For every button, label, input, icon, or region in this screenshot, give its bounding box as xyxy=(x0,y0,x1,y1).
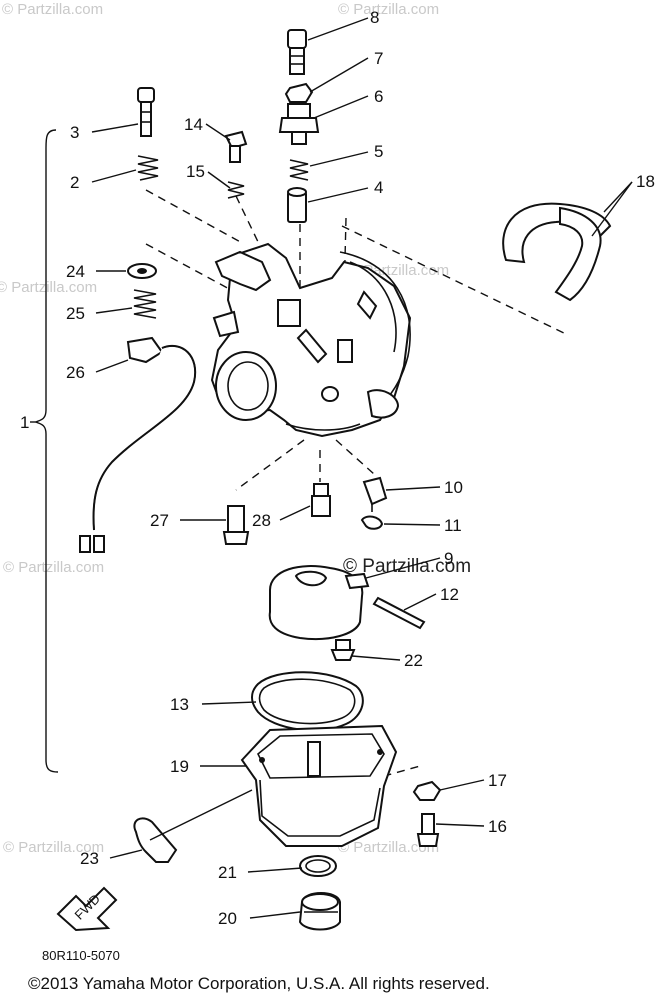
part-16-screw xyxy=(416,813,440,847)
callout-25: 25 xyxy=(66,304,85,323)
callout-14: 14 xyxy=(184,115,203,134)
callout-20: 20 xyxy=(218,909,237,928)
part-28-jet xyxy=(311,483,331,517)
assembly-lines xyxy=(145,189,569,781)
callout-22: 22 xyxy=(404,651,423,670)
part-3-screw xyxy=(137,87,155,137)
callout-5: 5 xyxy=(374,142,383,161)
callout-27: 27 xyxy=(150,511,169,530)
part-5-spring xyxy=(289,159,309,181)
part-12-pin xyxy=(372,596,426,630)
callout-23: 23 xyxy=(80,849,99,868)
watermark-left-middle: © Partzilla.com xyxy=(3,559,104,576)
callout-24: 24 xyxy=(66,262,85,281)
part-17-nut xyxy=(412,780,442,801)
assembly-bracket xyxy=(34,129,59,773)
part-13-gasket-inner xyxy=(258,678,356,725)
part-6-fitting xyxy=(278,103,320,145)
callout-7: 7 xyxy=(374,49,383,68)
callout-4: 4 xyxy=(374,178,383,197)
callout-15: 15 xyxy=(186,162,205,181)
part-10-needle-valve xyxy=(362,476,388,512)
diagram-code: 80R110-5070 xyxy=(42,948,120,963)
watermark-left-upper: © Partzilla.com xyxy=(0,279,97,296)
callouts: 8 7 6 5 4 3 2 1 14 15 18 24 25 26 27 28 … xyxy=(20,8,655,928)
callout-3: 3 xyxy=(70,123,79,142)
callout-26: 26 xyxy=(66,363,85,382)
part-14-screw xyxy=(224,130,248,163)
callout-11: 11 xyxy=(444,516,462,535)
part-24-washer xyxy=(127,263,157,279)
callout-6: 6 xyxy=(374,87,383,106)
callout-8: 8 xyxy=(370,8,379,27)
callout-9: 9 xyxy=(444,549,453,568)
carburetor-body xyxy=(210,242,412,438)
callout-12: 12 xyxy=(440,585,459,604)
callout-19: 19 xyxy=(170,757,189,776)
callout-1: 1 xyxy=(20,413,29,432)
part-15-spring xyxy=(227,181,245,199)
part-26-plunger xyxy=(79,336,197,553)
watermark-top-left: © Partzilla.com xyxy=(2,1,103,18)
throttle-bracket xyxy=(214,250,272,292)
callout-13: 13 xyxy=(170,695,189,714)
part-13-gasket xyxy=(251,671,364,732)
part-19-float-bowl xyxy=(240,724,398,847)
part-20-drain-plug xyxy=(298,892,341,931)
callout-2: 2 xyxy=(70,173,79,192)
callout-16: 16 xyxy=(488,817,507,836)
part-21-o-ring xyxy=(299,855,337,877)
callout-28: 28 xyxy=(252,511,271,530)
part-9-float xyxy=(268,565,370,640)
part-4-holder xyxy=(287,187,307,223)
part-18-hose xyxy=(502,202,612,302)
part-11-clip xyxy=(360,515,384,530)
watermark-top-right: © Partzilla.com xyxy=(338,1,439,18)
part-8-screw xyxy=(287,29,307,75)
part-2-spring xyxy=(137,155,159,181)
watermark-left-lower: © Partzilla.com xyxy=(3,839,104,856)
watermark-right-lower: © Partzilla.com xyxy=(338,839,439,856)
part-7-nut xyxy=(284,82,314,103)
leader-lines xyxy=(91,17,633,919)
part-22-jet xyxy=(330,639,356,661)
part-27-jet xyxy=(222,505,250,545)
callout-17: 17 xyxy=(488,771,507,790)
forward-arrow-icon: FWD xyxy=(56,886,118,932)
part-23-clamp xyxy=(133,817,178,863)
part-25-spring xyxy=(133,289,157,319)
callout-10: 10 xyxy=(444,478,463,497)
callout-21: 21 xyxy=(218,863,237,882)
copyright-notice: ©2013 Yamaha Motor Corporation, U.S.A. A… xyxy=(28,974,490,993)
callout-18: 18 xyxy=(636,172,655,191)
